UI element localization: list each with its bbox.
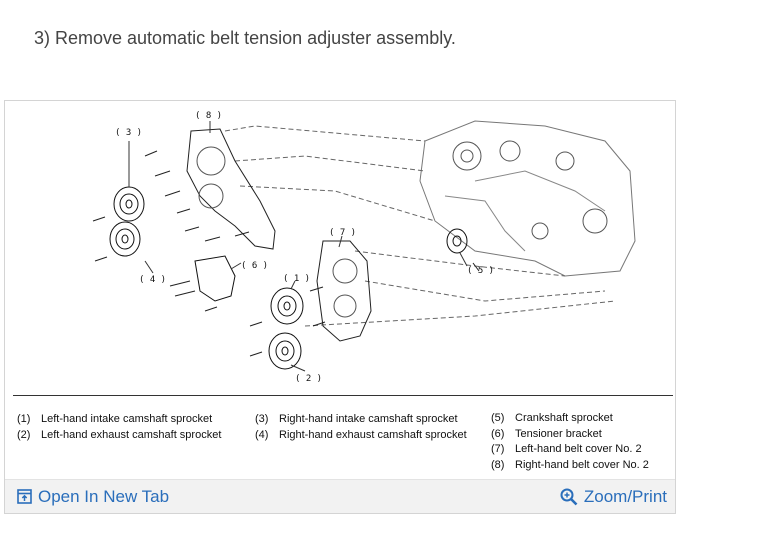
callout-7: ( 7 ) (329, 228, 356, 238)
callout-3: ( 3 ) (115, 128, 142, 138)
callout-2: ( 2 ) (295, 374, 322, 384)
open-in-new-tab-label: Open In New Tab (38, 486, 170, 506)
legend-number: (7) (491, 443, 505, 455)
legend-text: Crankshaft sprocket (515, 412, 613, 424)
legend-number: (8) (491, 458, 505, 471)
legend-text: Tensioner bracket (515, 427, 602, 440)
zoom-print-link[interactable]: Zoom/Print (560, 487, 667, 507)
legend-number: (1) (17, 413, 31, 425)
open-in-new-tab-link[interactable]: Open In New Tab (17, 487, 169, 507)
figure-card: ( 8 ) ( 3 ) ( 7 ) ( 6 ) ( 1 ) ( 4 ) ( 5 … (4, 100, 676, 514)
legend-number: (5) (491, 412, 505, 424)
figure-footer: Open In New Tab Zoom/Print (5, 479, 675, 513)
step-title: 3) Remove automatic belt tension adjuste… (34, 28, 456, 48)
callout-1: ( 1 ) (283, 274, 310, 284)
legend-item-5: (5) Crankshaft sprocket (491, 411, 675, 427)
legend-number: (6) (491, 427, 505, 440)
legend-text: Left-hand belt cover No. 2 (515, 443, 642, 455)
legend-item-3: (3) Right-hand intake camshaft sprocket (255, 411, 469, 427)
legend-number: (2) (17, 429, 31, 441)
zoom-icon (560, 488, 578, 505)
legend-column-3: (5) Crankshaft sprocket (6) Tensioner br… (491, 411, 675, 473)
legend-text: Right-hand intake camshaft sprocket (279, 413, 458, 425)
exploded-diagram: ( 8 ) ( 3 ) ( 7 ) ( 6 ) ( 1 ) ( 4 ) ( 5 … (92, 111, 636, 384)
legend-number: (4) (255, 429, 269, 441)
legend-text: Right-hand belt cover No. 2 (515, 458, 649, 471)
legend-item-8: (8) Right-hand belt cover No. 2 (491, 458, 675, 474)
open-new-tab-icon (17, 489, 32, 504)
legend-item-7: (7) Left-hand belt cover No. 2 (491, 442, 675, 458)
legend-item-6: (6) Tensioner bracket (491, 427, 675, 443)
callout-4: ( 4 ) (139, 275, 166, 285)
legend-divider (13, 395, 673, 396)
legend-item-2: (2) Left-hand exhaust camshaft sprocket (17, 427, 231, 443)
legend-item-1: (1) Left-hand intake camshaft sprocket (17, 411, 231, 427)
callout-8: ( 8 ) (195, 111, 222, 121)
zoom-print-label: Zoom/Print (583, 486, 667, 506)
legend-text: Left-hand intake camshaft sprocket (41, 413, 213, 425)
legend-text: Right-hand exhaust camshaft sprocket (279, 429, 467, 441)
legend-column-2: (3) Right-hand intake camshaft sprocket … (255, 411, 469, 443)
legend-item-4: (4) Right-hand exhaust camshaft sprocket (255, 427, 469, 443)
legend-column-1: (1) Left-hand intake camshaft sprocket (… (17, 411, 231, 443)
legend-text: Left-hand exhaust camshaft sprocket (41, 429, 222, 441)
callout-6: ( 6 ) (241, 261, 268, 271)
callout-5: ( 5 ) (467, 266, 494, 276)
legend-number: (3) (255, 413, 269, 425)
